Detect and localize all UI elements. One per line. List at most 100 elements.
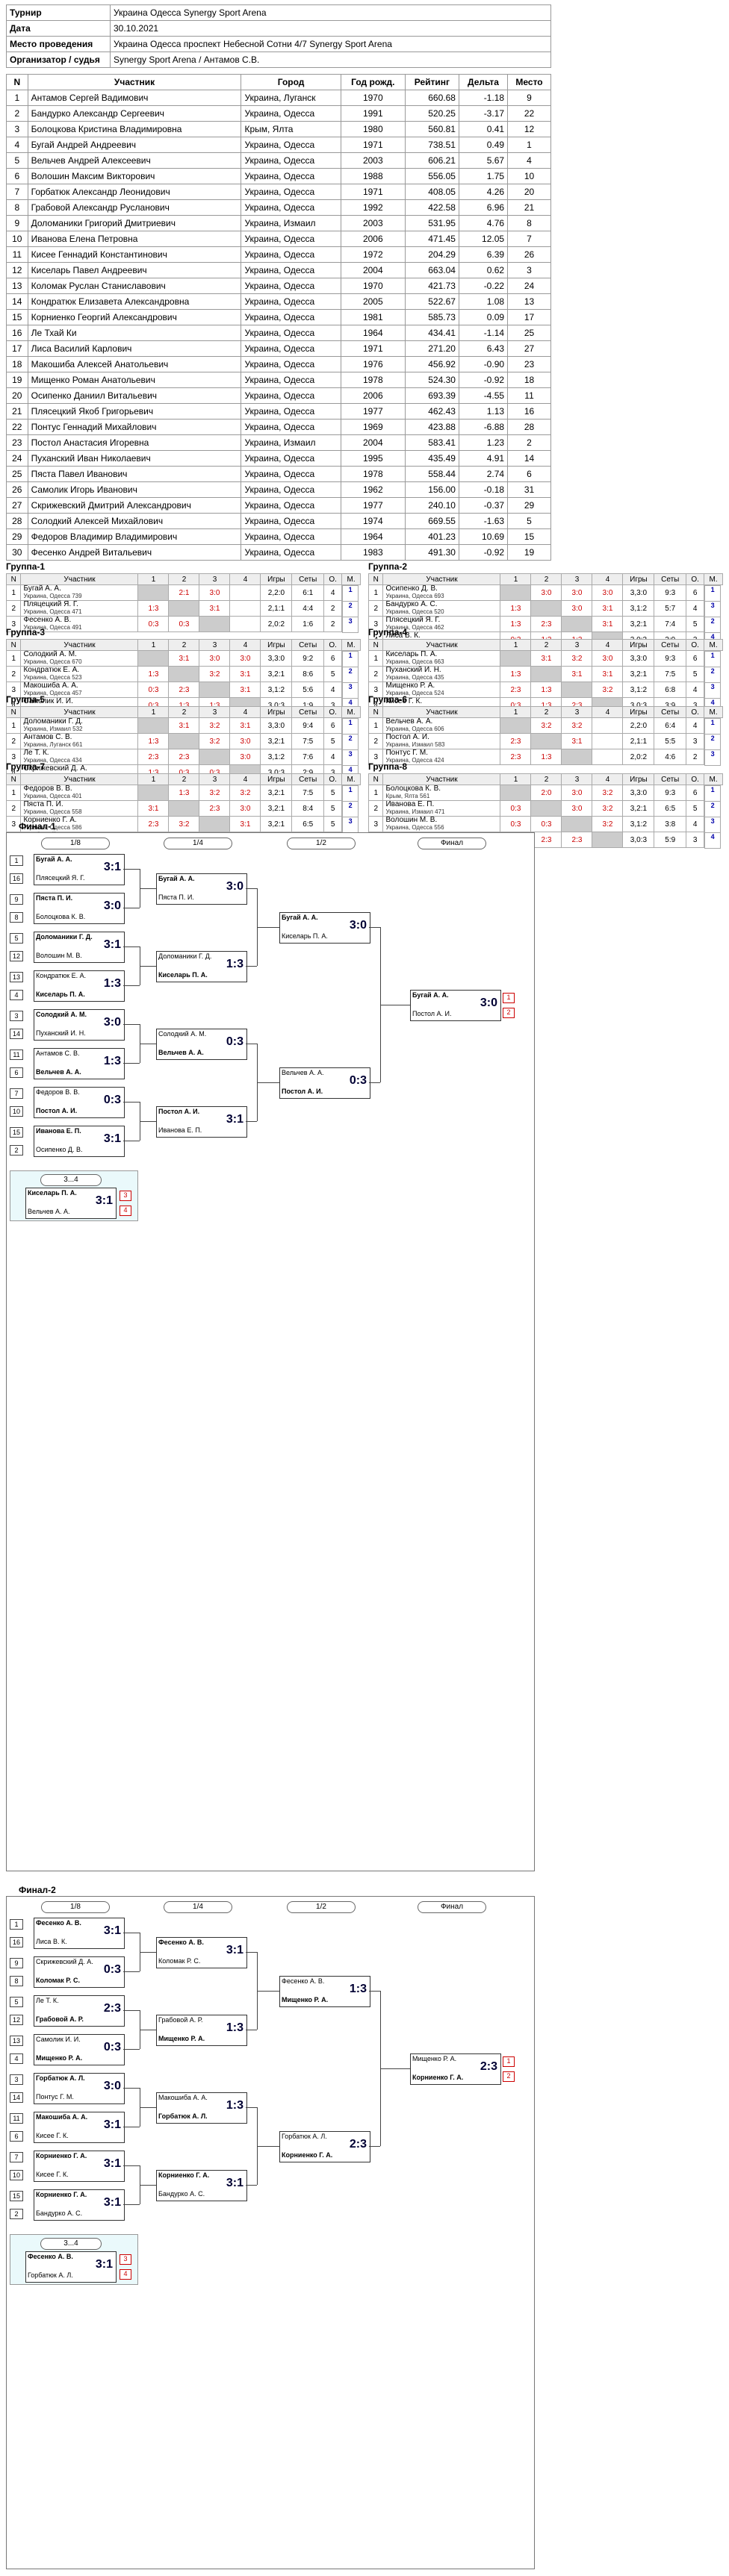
match-score: 3:0 <box>103 1016 121 1029</box>
match-player-a: Горбатюк А. Л. <box>282 2133 327 2140</box>
table-cell: Украина, Одесса <box>241 528 341 545</box>
row-number: 2 <box>5 666 22 682</box>
place-cell: 3 <box>342 682 359 699</box>
seed-number: 14 <box>10 1029 23 1039</box>
table-cell: Украина, Луганск <box>241 90 341 106</box>
games-cell: 3,2:1 <box>622 800 655 817</box>
row-number: 3 <box>367 749 384 765</box>
points-cell: 6 <box>323 650 343 667</box>
points-cell: 5 <box>323 816 343 832</box>
participant-city: Украина, Одесса 693 <box>385 593 444 599</box>
table-cell: Горбатюк Александр Леонидович <box>27 184 242 200</box>
table-cell: 22 <box>6 419 28 435</box>
column-header: О. <box>323 773 343 785</box>
round-of-16-match: Самолик И. И.Мищенко Р. А.0:3 <box>34 2034 125 2065</box>
match-score: 1:3 <box>103 1055 121 1067</box>
place-cell: 1 <box>342 785 359 802</box>
match-player-b: Бандурко А. С. <box>36 2209 83 2217</box>
sets-cell: 6:5 <box>291 816 325 832</box>
table-cell: 423.88 <box>404 419 459 435</box>
match-player-a: Вельчев А. А. <box>282 1069 324 1076</box>
match-score: 1:3 <box>226 958 243 970</box>
table-cell: 1976 <box>340 356 406 372</box>
sets-cell: 5:9 <box>654 832 687 848</box>
table-cell: 23 <box>507 356 551 372</box>
column-header: 1 <box>137 706 170 718</box>
participant-cell: Иванова Е. П.Украина, Измаил 471 <box>382 800 501 817</box>
match-player-b: Вельчев А. А. <box>36 1068 81 1076</box>
self-cell <box>561 749 593 765</box>
participant-name: Понтус Г. М. <box>385 749 428 757</box>
games-cell: 3,2:1 <box>260 733 293 749</box>
score-cell: 3:1 <box>592 666 624 682</box>
seed-number: 1 <box>10 855 23 866</box>
participant-name: Солодкий А. М. <box>23 650 77 658</box>
column-header: 1 <box>500 573 532 585</box>
column-header: 4 <box>592 573 624 585</box>
participant-city: Украина, Одесса 401 <box>23 793 82 799</box>
score-cell: 2:1 <box>168 584 200 601</box>
sets-cell: 7:5 <box>654 666 687 682</box>
participant-city: Украина, Одесса 739 <box>23 593 82 599</box>
place-marker: 2 <box>503 1008 515 1018</box>
table-cell: -6.88 <box>458 419 509 435</box>
table-cell: Корниенко Георгий Александрович <box>27 309 242 325</box>
table-cell: 12.05 <box>458 231 509 247</box>
seed-number: 12 <box>10 951 23 961</box>
semifinal-match: Фесенко А. В.Мищенко Р. А.1:3 <box>279 1976 370 2007</box>
column-header: М. <box>704 706 723 718</box>
round-label: 1/8 <box>41 1901 110 1913</box>
table-cell: 5 <box>6 152 28 169</box>
score-cell: 3:1 <box>561 666 593 682</box>
score-cell: 2:3 <box>500 733 532 749</box>
table-cell: Иванова Елена Петровна <box>27 231 242 247</box>
participant-city: Украина, Одесса 435 <box>385 674 444 681</box>
table-cell: 1964 <box>340 325 406 341</box>
place-cell: 3 <box>704 749 722 766</box>
participant-cell: Киселарь П. А.Украина, Одесса 663 <box>382 650 501 667</box>
match-player-b: Плясецкий Я. Г. <box>36 874 85 882</box>
column-header: О. <box>686 773 705 785</box>
participant-name: Бугай А. А. <box>23 584 61 593</box>
table-cell: Фесенко Андрей Витальевич <box>27 544 242 561</box>
table-cell: 11 <box>507 387 551 404</box>
seed-number: 1 <box>10 1919 23 1930</box>
table-cell: Антамов Сергей Вадимович <box>27 90 242 106</box>
points-cell: 6 <box>323 717 343 734</box>
seed-number: 4 <box>10 990 23 1000</box>
table-cell: 31 <box>507 481 551 498</box>
table-cell: Украина, Одесса <box>241 309 341 325</box>
participant-name: Постол А. И. <box>385 733 429 741</box>
table-cell: 21 <box>6 403 28 420</box>
participant-city: Украина, Измаил 532 <box>23 726 83 732</box>
table-cell: 26 <box>6 481 28 498</box>
table-cell: -4.55 <box>458 387 509 404</box>
self-cell <box>199 682 231 698</box>
place-cell: 1 <box>342 585 359 602</box>
bracket-line <box>369 2146 380 2147</box>
row-number: 2 <box>5 733 22 749</box>
games-cell: 3,0:3 <box>622 832 655 848</box>
table-cell: 0.49 <box>458 137 509 153</box>
seed-number: 11 <box>10 1050 23 1060</box>
seed-number: 2 <box>10 2209 23 2219</box>
match-score: 1:3 <box>349 1983 367 1995</box>
place-cell: 1 <box>342 718 359 735</box>
table-cell: 10 <box>6 231 28 247</box>
participant-name: Лиса В. К. <box>385 631 421 640</box>
participant-cell: Понтус Г. М.Украина, Одесса 424 <box>382 749 501 765</box>
match-player-a: Горбатюк А. Л. <box>36 2074 85 2082</box>
table-cell: Украина, Одесса <box>241 356 341 372</box>
match-score: 3:1 <box>226 1113 243 1126</box>
participant-city: Украина, Одесса 434 <box>23 757 82 764</box>
